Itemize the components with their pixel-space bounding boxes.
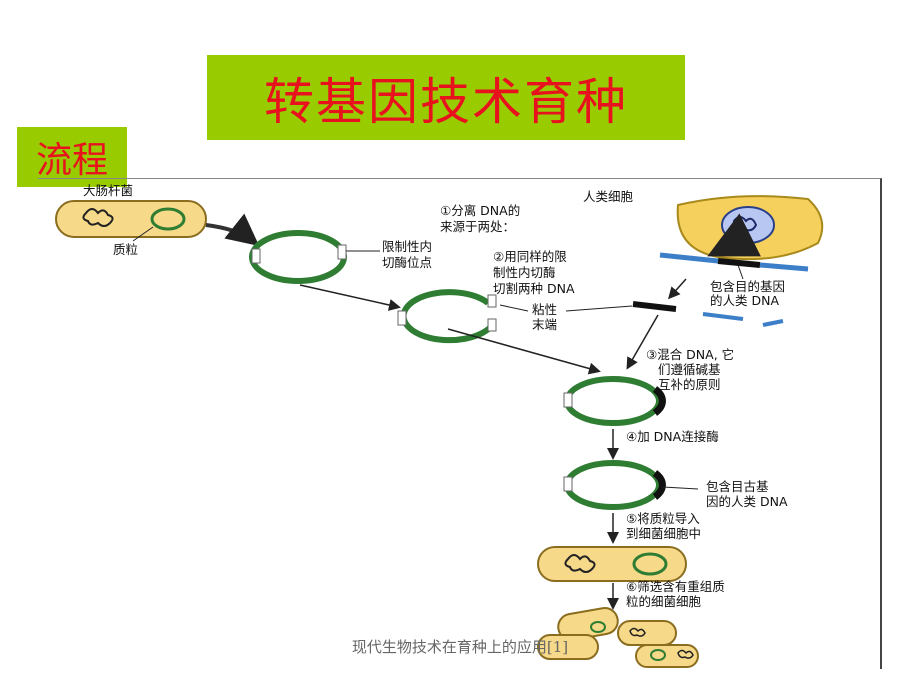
cut-plasmid [397, 289, 497, 344]
recombinant-plasmid [563, 460, 666, 510]
label-step5-2: 到细菌细胞中 [626, 526, 701, 541]
label-plasmid: 质粒 [113, 242, 138, 257]
title-banner: 转基因技术育种 [207, 55, 685, 140]
label-recomb-2: 因的人类 DNA [706, 494, 788, 509]
arrow-from-cell [707, 213, 761, 257]
label-sticky-2: 末端 [532, 317, 557, 332]
label-ecoli: 大肠杆菌 [83, 183, 133, 198]
section-banner: 流程 [17, 127, 127, 187]
cut-dna-fragments [632, 301, 784, 327]
label-human-cell: 人类细胞 [583, 189, 634, 204]
label-step3-3: 互补的原则 [658, 377, 721, 392]
label-restriction-2: 切酶位点 [382, 255, 432, 270]
label-step2-1: ②用同样的限 [493, 249, 567, 264]
section-title: 流程 [35, 140, 108, 181]
gene-transfer-diagram: 大肠杆菌 质粒 限制性内 切酶位点 ①分离 DNA的 来源于两处： 人类细胞 ②… [38, 178, 882, 669]
human-dna-segment [659, 252, 809, 272]
plasmid-ring [249, 230, 347, 284]
label-step6-2: 粒的细菌细胞 [626, 594, 702, 609]
label-step2-3: 切割两种 DNA [493, 281, 575, 296]
label-step2-2: 制性内切酶 [493, 265, 556, 280]
footer-caption: 现代生物技术在育种上的应用[1] [351, 638, 569, 656]
label-restriction-1: 限制性内 [382, 239, 432, 254]
label-step1-2: 来源于两处： [440, 219, 515, 234]
label-target-gene-1: 包含目的基因 [710, 279, 785, 294]
label-step6-1: ⑥筛选含有重组质 [626, 579, 725, 594]
label-sticky-1: 粘性 [532, 302, 557, 317]
arrow-to-plasmid [205, 213, 260, 246]
ecoli-bacterium [55, 200, 207, 238]
label-step1-1: ①分离 DNA的 [440, 203, 520, 218]
plasmid-with-insert [563, 376, 666, 426]
human-cell [676, 195, 824, 261]
label-step3-2: 们遵循碱基 [658, 362, 721, 377]
label-step3-1: ③混合 DNA, 它 [646, 347, 734, 362]
label-target-gene-2: 的人类 DNA [710, 293, 779, 308]
label-recomb-1: 包含目古基 [706, 479, 769, 494]
label-step4: ④加 DNA连接酶 [626, 429, 719, 444]
diagram-svg: 大肠杆菌 质粒 限制性内 切酶位点 ①分离 DNA的 来源于两处： 人类细胞 ②… [55, 183, 824, 668]
page-title: 转基因技术育种 [264, 72, 628, 131]
label-step5-1: ⑤将质粒导入 [626, 511, 700, 526]
transformed-bacterium [537, 546, 687, 582]
bacteria-colony [537, 607, 699, 668]
